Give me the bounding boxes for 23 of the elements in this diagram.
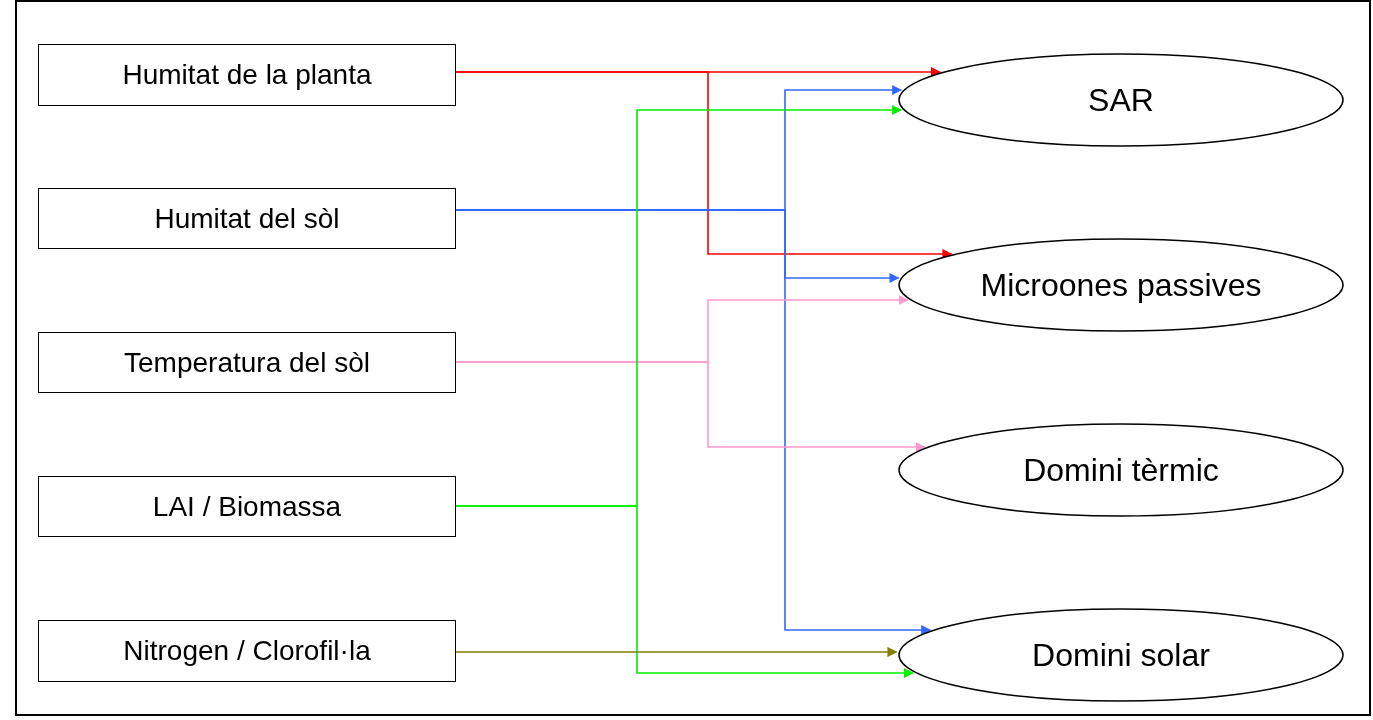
input-box [38, 188, 456, 249]
output-ellipse [898, 423, 1344, 517]
node-label: Domini tèrmic [1023, 451, 1219, 489]
input-box [38, 476, 456, 537]
input-box [38, 332, 456, 393]
node-label: Nitrogen / Clorofil·la [123, 635, 371, 667]
output-ellipse [898, 608, 1344, 702]
node-label: LAI / Biomassa [152, 490, 342, 523]
arrow [455, 209, 932, 635]
input-box [38, 620, 456, 682]
node-label: SAR [1088, 81, 1154, 119]
arrow [455, 71, 953, 259]
output-ellipse [898, 53, 1344, 147]
arrow [455, 647, 898, 657]
node-label: Temperatura del sòl [124, 346, 370, 379]
node-label: Microones passives [980, 266, 1262, 304]
node-label: Domini solar [1032, 636, 1210, 674]
output-ellipse [898, 238, 1344, 332]
node-label: Humitat del sòl [154, 202, 340, 235]
arrow [455, 505, 914, 678]
input-box [38, 44, 456, 106]
node-label: Humitat de la planta [122, 59, 372, 91]
arrow [455, 361, 926, 452]
